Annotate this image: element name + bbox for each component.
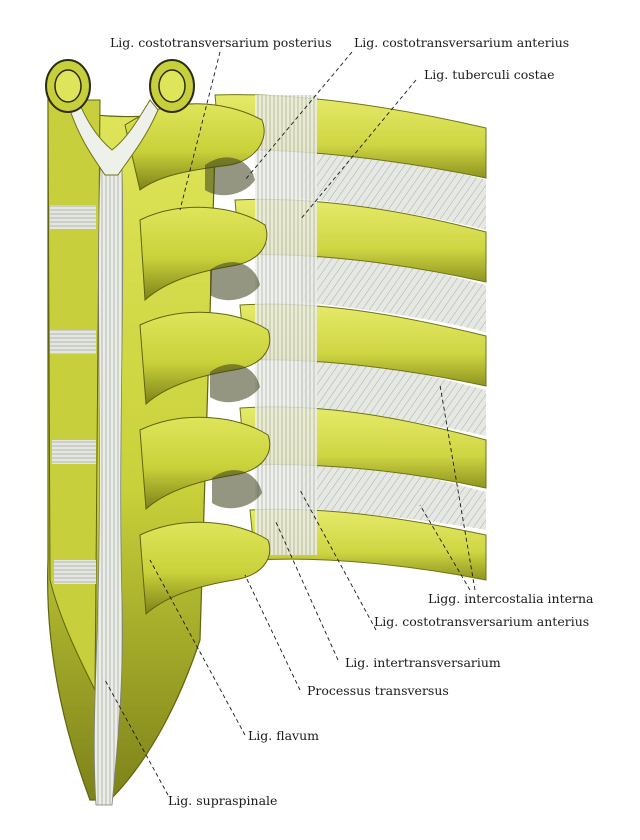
- superior-articular-processes: [45, 59, 195, 113]
- label-intercostalia-interna: Ligg. intercostalia interna: [428, 591, 594, 606]
- transverse-processes: [124, 103, 271, 616]
- label-costotransversarium-posterius: Lig. costotransversarium posterius: [110, 35, 332, 50]
- label-supraspinale: Lig. supraspinale: [168, 793, 277, 808]
- label-flavum: Lig. flavum: [248, 728, 319, 743]
- labels: Lig. costotransversarium posterius Lig. …: [110, 35, 594, 808]
- intercostal-membranes: [300, 140, 486, 530]
- label-intertransversarium: Lig. intertransversarium: [345, 655, 501, 670]
- label-costotransversarium-anterius-top: Lig. costotransversarium anterius: [354, 35, 569, 50]
- label-processus-transversus: Processus transversus: [307, 683, 449, 698]
- label-tuberculi-costae: Lig. tuberculi costae: [424, 67, 555, 82]
- leader-lines: [104, 51, 476, 796]
- costotransverse-ligaments: [255, 95, 317, 555]
- label-costotransversarium-anterius-bottom: Lig. costotransversarium anterius: [374, 614, 589, 629]
- foramina: [205, 157, 262, 509]
